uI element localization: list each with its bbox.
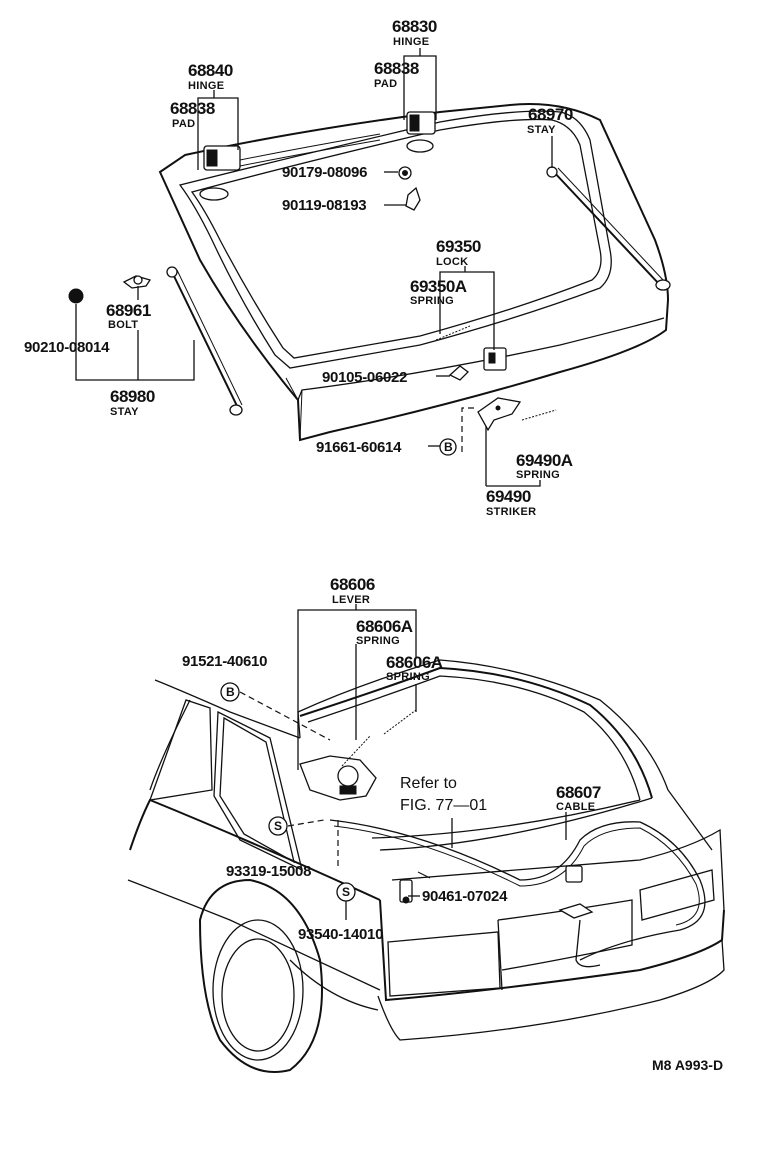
screw-s1-circle-letter: S	[274, 819, 282, 833]
striker-part	[477, 397, 522, 432]
lever-spring-1-label: SPRING	[356, 635, 400, 647]
striker-spring-label: SPRING	[516, 469, 560, 481]
top-leader-lines	[75, 48, 553, 487]
bolt-b-circle	[439, 438, 457, 456]
stay-left-number: 68980	[110, 387, 155, 406]
lever-part	[299, 755, 377, 801]
screw-s1-number: 93319-15008	[226, 863, 311, 880]
bolt-b2-circle-letter: B	[226, 685, 235, 699]
car-body	[127, 659, 725, 1073]
stay-left-part	[166, 266, 243, 416]
lever-spring-1-number: 68606A	[356, 617, 413, 636]
lock-label: LOCK	[436, 256, 468, 268]
bolt-number: 68961	[106, 301, 151, 320]
screw-90119	[405, 186, 421, 211]
screw-90105-part	[448, 365, 469, 381]
nut-number: 90210-08014	[24, 339, 110, 356]
screw-3-number: 90105-06022	[322, 369, 407, 386]
stay-right-label: STAY	[527, 124, 556, 136]
hinge-assy-label: HINGE	[393, 36, 429, 48]
striker-spring-number: 69490A	[516, 451, 573, 470]
hinge-assy-number: 68830	[392, 17, 437, 36]
lock-number: 69350	[436, 237, 481, 256]
clip-number: 90461-07024	[422, 888, 508, 905]
stay-right-number: 68970	[528, 105, 573, 124]
clip-part	[399, 879, 413, 904]
pad-left-number: 68838	[170, 99, 215, 118]
screw-s1-circle	[268, 816, 288, 836]
hinge-right-part	[406, 111, 436, 153]
cable-number: 68607	[556, 783, 601, 802]
bolt-b2-number: 91521-40610	[182, 653, 267, 670]
bolt-label: BOLT	[108, 319, 138, 331]
screw-s2-circle-letter: S	[342, 885, 350, 899]
lever-spring-2-label: SPRING	[386, 671, 430, 683]
lever-spring-2-number: 68606A	[386, 653, 443, 672]
screw-2-number: 90119-08193	[282, 197, 366, 214]
diagram-code: M8 A993-D	[652, 1057, 723, 1073]
bolt-b-number: 91661-60614	[316, 439, 402, 456]
refer-line-1: Refer to	[400, 775, 457, 792]
bolt-68961-part	[122, 275, 152, 289]
striker-number: 69490	[486, 487, 531, 506]
bolt-b-circle-letter: B	[444, 440, 453, 454]
screw-s2-circle	[336, 882, 356, 902]
hinge-left-label: HINGE	[188, 80, 224, 92]
latch-part	[565, 865, 583, 883]
lock-spring-label: SPRING	[410, 295, 454, 307]
lock-spring-number: 69350A	[410, 277, 467, 296]
pad-right-number: 68838	[374, 59, 419, 78]
bottom-labels: 68606 LEVER 68606A SPRING 68606A SPRING …	[182, 575, 723, 1073]
screw-1-number: 90179-08096	[282, 164, 367, 181]
lever-label: LEVER	[332, 594, 370, 606]
lever-number: 68606	[330, 575, 375, 594]
cable-label: CABLE	[556, 801, 595, 813]
striker-spring-part	[521, 409, 557, 421]
refer-line-2: FIG. 77—01	[400, 797, 487, 814]
striker-label: STRIKER	[486, 506, 536, 518]
pad-left-label: PAD	[172, 118, 195, 130]
top-labels: 68830 HINGE 68838 PAD 68840 HINGE 68838 …	[24, 17, 573, 518]
lock-part	[483, 347, 507, 371]
hinge-left-number: 68840	[188, 61, 233, 80]
lever-spring-2-part	[383, 709, 417, 735]
bolt-b2-circle	[220, 682, 240, 702]
screw-90179	[398, 166, 412, 180]
lock-spring-part	[435, 325, 471, 341]
pad-right-label: PAD	[374, 78, 397, 90]
stay-right-part	[546, 166, 671, 291]
screw-s2-number: 93540-14010	[298, 926, 383, 943]
stay-left-label: STAY	[110, 406, 139, 418]
hinge-left-part	[199, 145, 241, 201]
bottom-leader-lines	[239, 604, 567, 920]
cable-part	[329, 819, 706, 968]
nut-90210-part	[68, 288, 84, 304]
